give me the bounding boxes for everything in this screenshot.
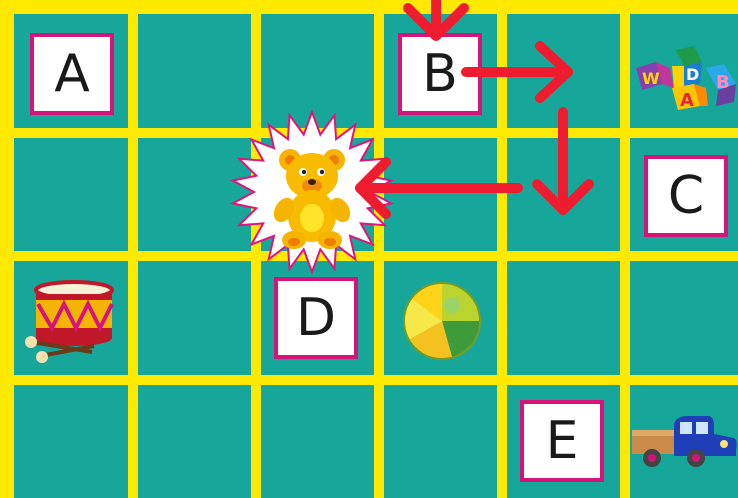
teddy-bear-icon[interactable] <box>228 108 396 276</box>
label-a: A <box>30 33 114 115</box>
grid-cell[interactable] <box>384 385 497 498</box>
blocks-icon[interactable]: W D A B <box>632 44 738 112</box>
block-letter-d: D <box>686 65 699 84</box>
truck-icon[interactable] <box>630 412 738 472</box>
grid-cell[interactable] <box>630 261 738 375</box>
grid-cell[interactable] <box>138 261 251 375</box>
grid-cell[interactable] <box>384 138 497 251</box>
grid-cell[interactable] <box>14 385 128 498</box>
label-e: E <box>520 400 604 482</box>
block-letter-a: A <box>680 90 694 111</box>
label-b: B <box>398 33 482 115</box>
drum-icon[interactable] <box>22 280 118 366</box>
grid-cell[interactable] <box>261 385 374 498</box>
grid-cell[interactable] <box>507 261 620 375</box>
grid-cell[interactable] <box>138 385 251 498</box>
grid-cell[interactable] <box>14 138 128 251</box>
block-letter-b: B <box>716 72 730 93</box>
block-letter-w: W <box>642 69 660 88</box>
ball-icon[interactable] <box>402 281 482 361</box>
grid-cell[interactable] <box>507 14 620 128</box>
label-c: C <box>644 155 728 237</box>
label-d: D <box>274 277 358 359</box>
grid-cell[interactable] <box>507 138 620 251</box>
